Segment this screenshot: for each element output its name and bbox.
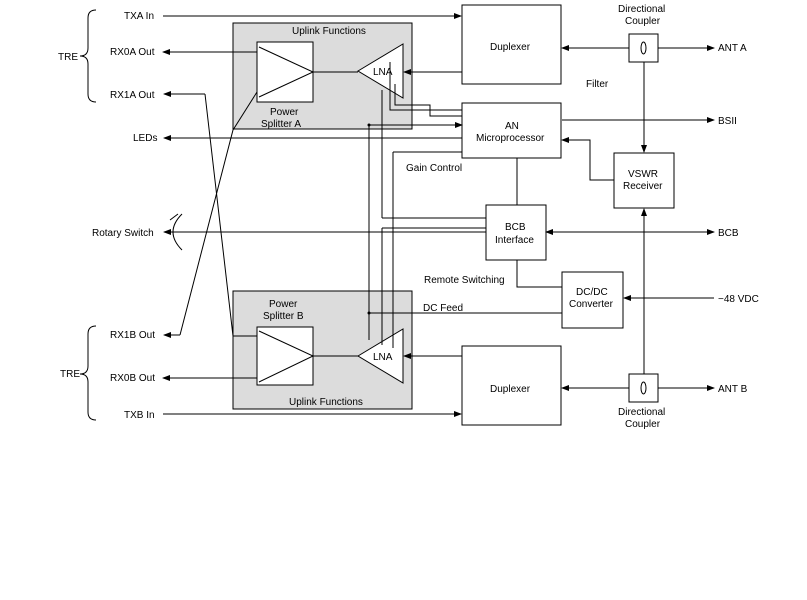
an-micro-label-2: Microprocessor: [476, 133, 545, 144]
ant-b-label: ANT B: [718, 384, 748, 395]
dc-feed-label: DC Feed: [423, 303, 463, 314]
coupler-top-label-1: Directional: [618, 4, 665, 15]
coupler-bottom-label-2: Coupler: [625, 419, 661, 430]
power-splitter-a-box: [256, 41, 314, 103]
gain-control-label: Gain Control: [406, 163, 462, 174]
coupler-top-label-2: Coupler: [625, 16, 661, 27]
lna-top-label: LNA: [373, 67, 393, 78]
bcb-interface-label-1: BCB: [505, 222, 526, 233]
vdc-label: −48 VDC: [718, 294, 759, 305]
an-microprocessor-box: [461, 102, 562, 159]
coupler-bottom-box: [628, 373, 659, 403]
power-splitter-b-label-2: Splitter B: [263, 311, 304, 322]
an-micro-label-1: AN: [505, 121, 519, 132]
power-splitter-a-label-2: Splitter A: [261, 119, 301, 130]
vswr-receiver-label-2: Receiver: [623, 181, 663, 192]
remote-switching-label: Remote Switching: [424, 275, 505, 286]
txb-in-label: TXB In: [124, 410, 155, 421]
duplexer-top-box: [461, 4, 562, 85]
dcdc-converter-label-1: DC/DC: [576, 287, 608, 298]
power-splitter-b-label-1: Power: [269, 299, 298, 310]
vswr-receiver-label-1: VSWR: [628, 169, 658, 180]
bsii-label: BSII: [718, 116, 737, 127]
ant-a-label: ANT A: [718, 43, 747, 54]
lna-bottom-label: LNA: [373, 352, 393, 363]
duplexer-top-label: Duplexer: [490, 42, 531, 53]
txa-in-label: TXA In: [124, 11, 154, 22]
coupler-top-box: [628, 33, 659, 63]
bcb-interface-label-2: Interface: [495, 235, 534, 246]
bcb-label: BCB: [718, 228, 739, 239]
tre-top-label: TRE: [58, 52, 78, 63]
leds-label: LEDs: [133, 133, 157, 144]
power-splitter-a-label-1: Power: [270, 107, 299, 118]
power-splitter-b-box: [256, 326, 314, 386]
rx0b-out-label: RX0B Out: [110, 373, 155, 384]
rotary-switch-label: Rotary Switch: [92, 228, 154, 239]
uplink-bottom-label: Uplink Functions: [289, 397, 363, 408]
rx1a-out-label: RX1A Out: [110, 90, 155, 101]
dcdc-converter-label-2: Converter: [569, 299, 614, 310]
uplink-top-label: Uplink Functions: [292, 26, 366, 37]
filter-label: Filter: [586, 79, 609, 90]
coupler-bottom-label-1: Directional: [618, 407, 665, 418]
tre-bottom-brace: [79, 325, 97, 421]
rx0a-out-label: RX0A Out: [110, 47, 155, 58]
tre-bottom-label: TRE: [60, 369, 80, 380]
tre-top-brace: [79, 9, 97, 103]
duplexer-bottom-label: Duplexer: [490, 384, 531, 395]
rx1b-out-label: RX1B Out: [110, 330, 155, 341]
